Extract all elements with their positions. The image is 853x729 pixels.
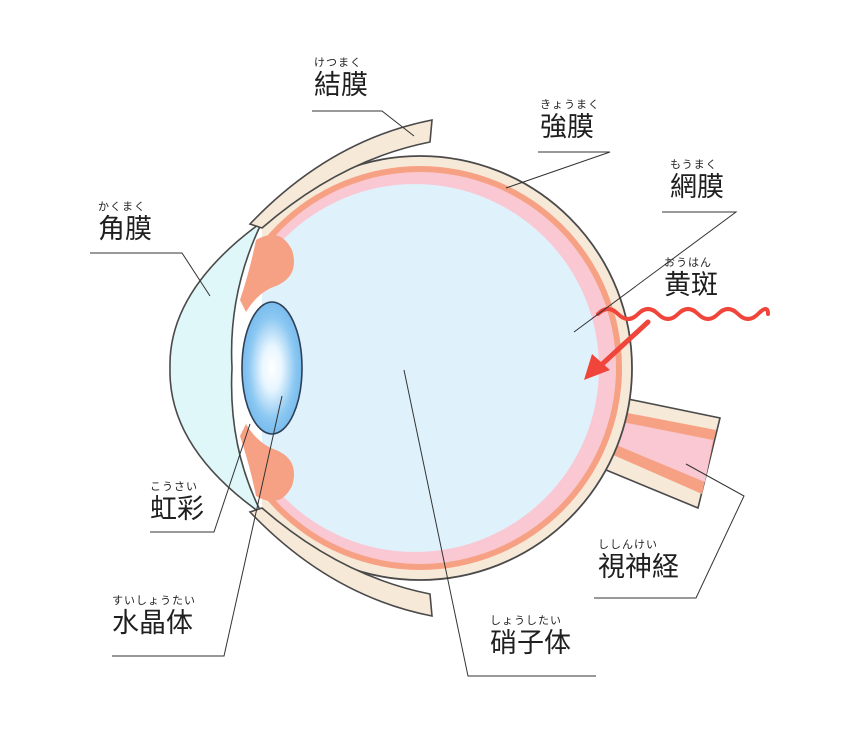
conjunctiva-upper	[248, 119, 433, 229]
label-shoushitai: しょうしたい 硝子体	[490, 614, 571, 659]
label-suishoutai: すいしょうたい 水晶体	[112, 594, 196, 639]
light-ray-wave	[596, 307, 770, 321]
arrow-head-icon	[584, 354, 610, 380]
label-moumaku: もうまく 網膜	[670, 158, 724, 203]
leader-lines	[90, 110, 745, 677]
conjunctiva-lower	[248, 507, 433, 617]
label-ouhan: おうはん 黄斑	[664, 256, 718, 301]
label-shishinkei: ししんけい 視神経	[598, 538, 679, 583]
label-ketsumaku: けつまく 結膜	[314, 56, 368, 101]
vitreous-body	[231, 184, 599, 552]
iris-upper	[240, 234, 294, 312]
label-kyoumaku: きょうまく 強膜	[540, 98, 600, 143]
label-kousai: こうさい 虹彩	[150, 480, 204, 525]
label-kakumaku: かくまく 角膜	[98, 200, 152, 245]
light-ray-arrow	[595, 319, 651, 371]
lens	[241, 301, 303, 435]
